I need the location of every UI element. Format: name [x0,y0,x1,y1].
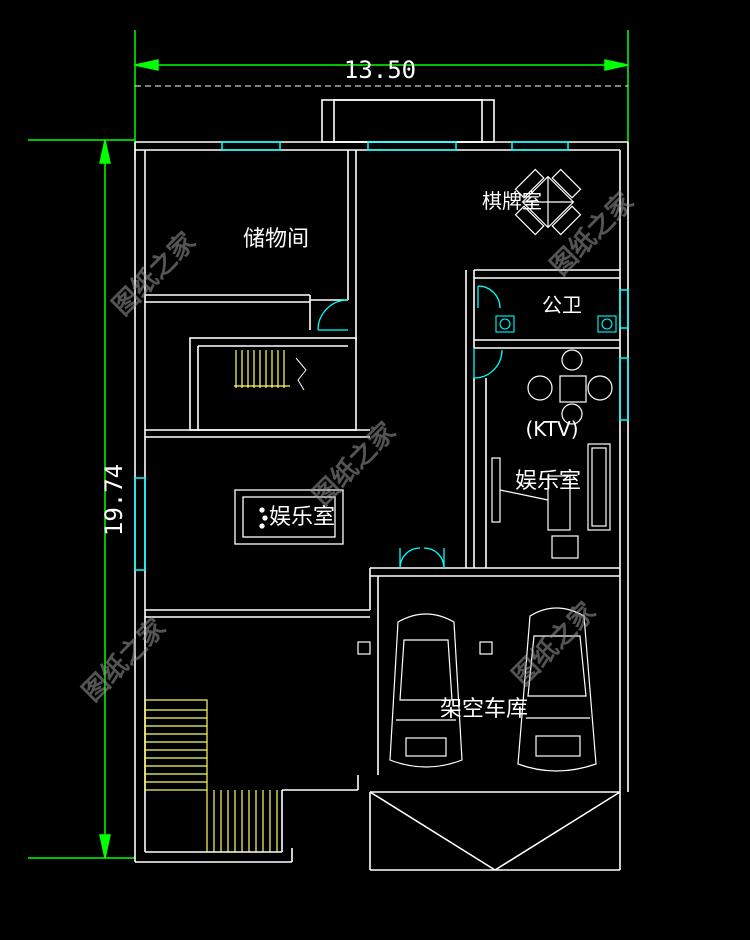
room-label-ktv: (KTV) [525,417,578,441]
room-label-bathroom: 公卫 [542,293,582,317]
stair-arrow [295,357,307,391]
car-right-icon [517,607,597,772]
watermark-5: 图纸之家 [506,596,601,691]
room-label-entertainment-right: 娱乐室 [515,469,581,494]
doors [317,285,503,569]
stairs-lower [144,699,278,852]
mahjong-table-icon [514,168,582,236]
dimension-lines [28,30,629,859]
room-label-entertainment-left: 娱乐室 [269,505,335,530]
watermark-2: 图纸之家 [544,186,639,281]
watermark-1: 图纸之家 [106,226,201,321]
watermark-4: 图纸之家 [76,612,171,707]
columns [357,641,493,655]
stairs-upper [234,350,290,388]
billiard-table-icon [234,489,344,545]
bathroom-fixtures [495,315,617,333]
room-label-storage: 储物间 [243,227,309,252]
dimension-height-label: 19.74 [100,464,128,536]
room-label-chess: 棋牌室 [482,189,542,213]
room-label-garage: 架空车库 [440,697,528,722]
dimension-width-label: 13.50 [344,56,416,84]
windows [134,141,629,571]
car-left-icon [389,613,463,768]
ktv-furniture [491,349,613,559]
